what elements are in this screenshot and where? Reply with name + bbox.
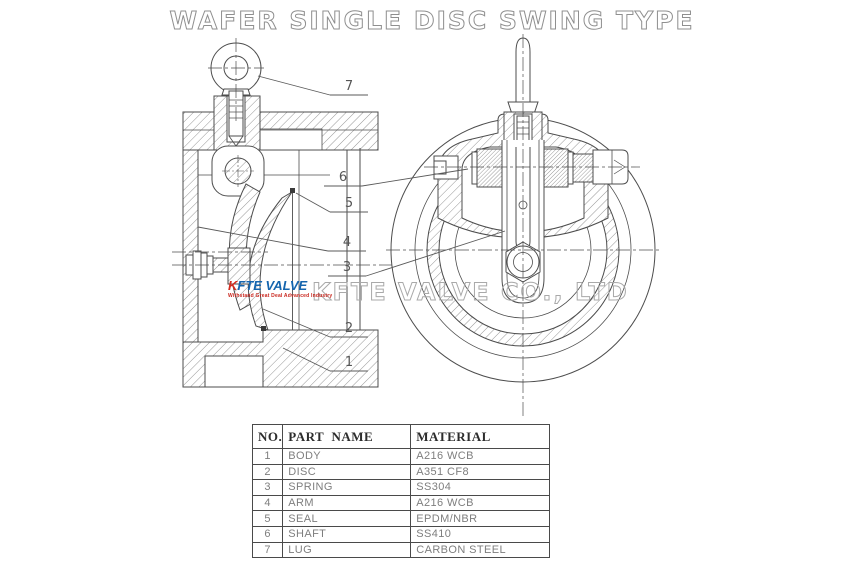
logo-name: KFTE VALVE (228, 278, 308, 293)
table-row: 7 LUG CARBON STEEL (251, 541, 551, 559)
logo-tagline: Withstand Great Deal Advanced Industry (228, 293, 333, 299)
cell-part-name: SPRING (282, 479, 412, 496)
company-logo: KFTE VALVE Withstand Great Deal Advanced… (228, 279, 338, 299)
cell-material: SS410 (410, 525, 551, 543)
cell-no: 3 (251, 479, 284, 496)
table-row: 4 ARM A216 WCB (251, 494, 551, 512)
table-row: 5 SEAL EPDM/NBR (251, 510, 551, 527)
cell-material: A216 WCB (410, 494, 551, 512)
callout-label-2: 2 (344, 321, 354, 336)
cell-no: 1 (251, 448, 284, 465)
table-row: 1 BODY A216 WCB (251, 448, 551, 465)
page-title: WAFER SINGLE DISC SWING TYPE (169, 6, 695, 36)
cell-part-name: LUG (282, 541, 412, 559)
callout-label-3: 3 (342, 260, 352, 275)
cell-material: A351 CF8 (410, 463, 551, 481)
cell-part-name: ARM (282, 494, 412, 512)
cell-part-name: DISC (282, 463, 412, 481)
cell-part-name: SEAL (282, 510, 412, 527)
cell-no: 7 (251, 541, 284, 559)
cell-no: 2 (251, 463, 284, 481)
table-row: 3 SPRING SS304 (251, 479, 551, 496)
callout-leader-lines (197, 75, 506, 372)
table-header-row: NO. PART NAME MATERIAL (251, 424, 551, 449)
header-material: MATERIAL (410, 424, 551, 449)
parts-table: NO. PART NAME MATERIAL 1 BODY A216 WCB 2… (251, 424, 551, 559)
callout-label-4: 4 (342, 235, 352, 250)
callout-label-7: 7 (344, 79, 354, 94)
cell-material: EPDM/NBR (410, 510, 551, 527)
callout-label-1: 1 (344, 355, 354, 370)
cell-part-name: BODY (282, 448, 412, 465)
watermark-text: KFTE VALVE CO., LTD (312, 278, 629, 307)
shaft-spring-assembly (433, 148, 629, 188)
header-no: NO. (251, 424, 284, 449)
header-partname: PART NAME (282, 424, 412, 449)
table-row: 2 DISC A351 CF8 (251, 463, 551, 481)
table-row: 6 SHAFT SS410 (251, 525, 551, 543)
left-sectional-view (172, 38, 392, 388)
cell-material: A216 WCB (410, 448, 551, 465)
cell-no: 4 (251, 494, 284, 512)
cell-no: 6 (251, 525, 284, 543)
cell-material: SS304 (410, 479, 551, 496)
right-front-view (386, 34, 662, 418)
cell-no: 5 (251, 510, 284, 527)
cell-material: CARBON STEEL (410, 541, 551, 559)
cell-part-name: SHAFT (282, 525, 412, 543)
callout-label-5: 5 (344, 196, 354, 211)
callout-label-6: 6 (338, 170, 348, 185)
